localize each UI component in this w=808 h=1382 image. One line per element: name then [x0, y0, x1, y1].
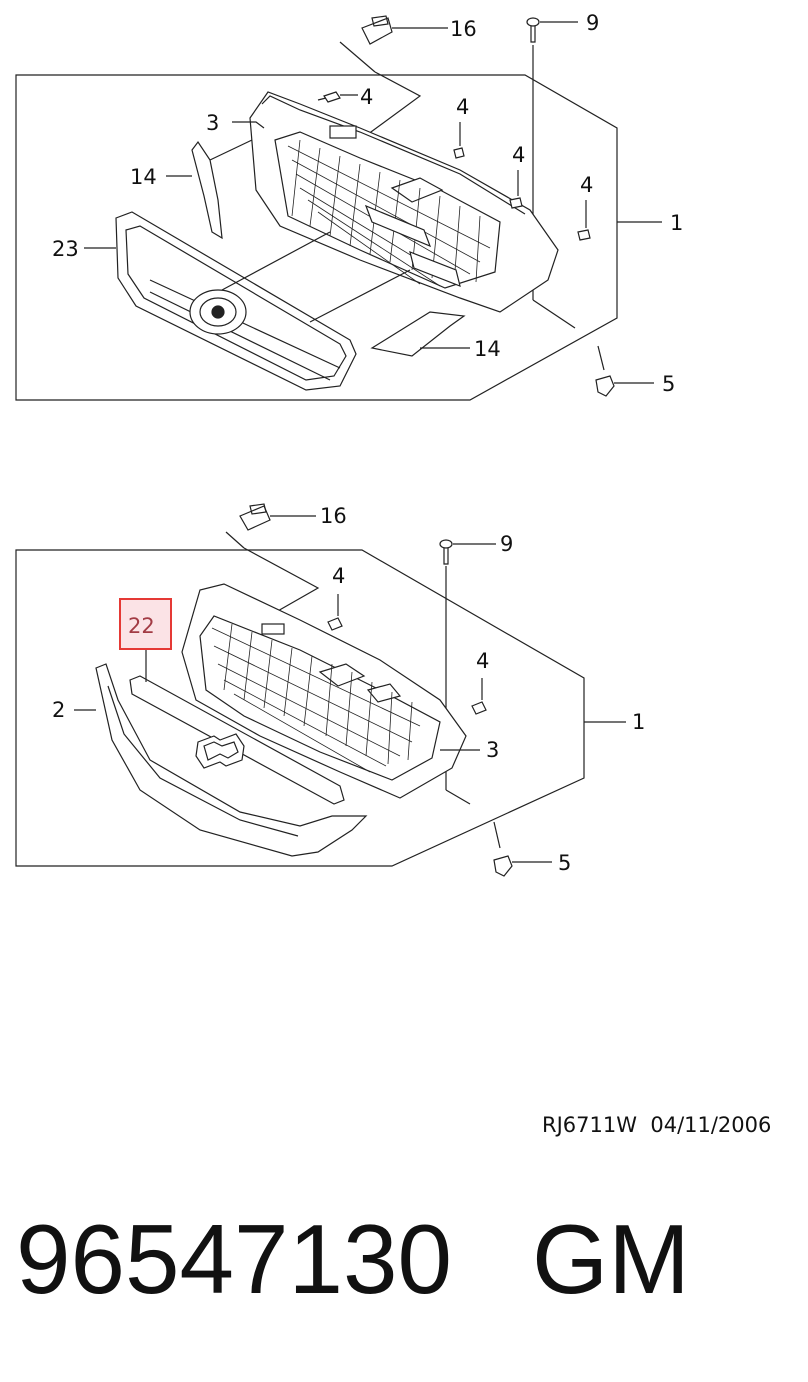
label-4-b-top: 4: [456, 95, 469, 119]
highlight-box-22[interactable]: [119, 598, 172, 650]
label-3-bottom: 3: [486, 738, 499, 762]
screw-4-a-bottom: [327, 594, 343, 631]
label-4-d-top: 4: [580, 173, 593, 197]
part-number: 96547130: [16, 1204, 453, 1314]
trim-14-bottom-top: [370, 311, 470, 357]
top-frame: [15, 74, 618, 401]
surround-23-top: [84, 211, 411, 391]
label-9-bottom: 9: [500, 532, 513, 556]
leader-3-top: [232, 121, 265, 129]
label-4-a-top: 4: [360, 85, 373, 109]
bottom-frame: [15, 549, 585, 867]
label-9-top: 9: [586, 11, 599, 35]
trim-14-left-top: [166, 139, 253, 240]
upper-bar-top: [364, 204, 432, 248]
bottom-labels: 16 9 4 22 4 2 1 3 5: [52, 504, 645, 875]
screw-4-c-top: [509, 170, 523, 209]
label-1-top: 1: [670, 211, 683, 235]
label-22-bottom: 22: [128, 614, 155, 638]
label-4-c-top: 4: [512, 143, 525, 167]
top-diagram: [15, 15, 662, 401]
grille-frame-top: [249, 91, 559, 313]
label-14-bottom-top: 14: [474, 337, 501, 361]
label-14-left-top: 14: [130, 165, 157, 189]
screw-4-d-top: [577, 200, 591, 241]
clip-5-bottom: [493, 821, 552, 877]
label-5-bottom: 5: [558, 851, 571, 875]
label-16-bottom: 16: [320, 504, 347, 528]
label-5-top: 5: [662, 372, 675, 396]
clip-16-top: [339, 15, 448, 141]
label-4-b-bottom: 4: [476, 649, 489, 673]
clip-16-bottom: [225, 503, 320, 613]
label-3-top: 3: [206, 111, 219, 135]
label-23-top: 23: [52, 237, 79, 261]
label-16-top: 16: [450, 17, 477, 41]
grille-mesh-bottom: [211, 623, 421, 773]
screw-4-b-top: [453, 122, 465, 159]
label-1-bottom: 1: [632, 710, 645, 734]
label-4-a-bottom: 4: [332, 564, 345, 588]
grille-frame-bottom: [181, 583, 467, 799]
reference-code: RJ6711W 04/11/2006: [542, 1113, 772, 1137]
screw-4-b-bottom: [471, 678, 487, 715]
bottom-diagram: [15, 503, 626, 877]
label-2-bottom: 2: [52, 698, 65, 722]
surround-2-bottom: [74, 663, 368, 857]
screw-4-a-top: [317, 91, 358, 103]
clip-5-top: [595, 345, 654, 397]
lower-bar-top: [409, 251, 461, 287]
top-labels: 16 9 4 3 4 4 14 4 1 23 14 5: [52, 11, 683, 396]
brand-name: GM: [532, 1204, 690, 1314]
